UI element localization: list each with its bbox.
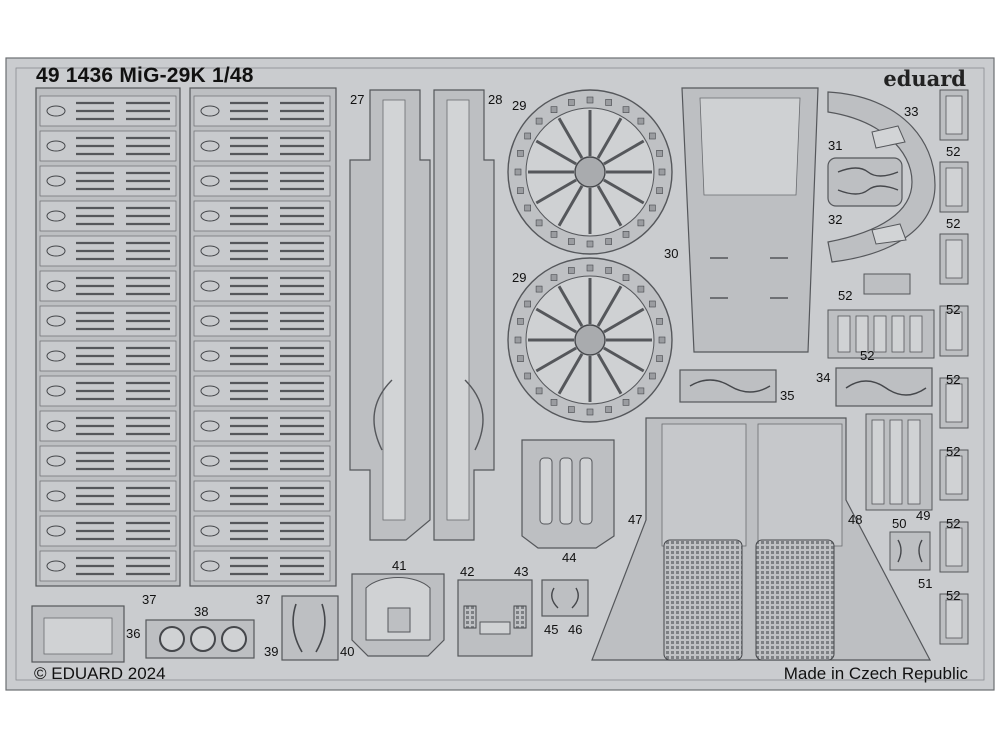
label-47: 47 [628,512,643,527]
label-52-e: 52 [946,372,961,387]
part-37-left-panel [35,87,181,587]
fret-inner-border [15,67,985,681]
label-37-left: 37 [142,592,157,607]
label-42: 42 [460,564,475,579]
origin-text: Made in Czech Republic [783,664,968,683]
part-41 [351,573,445,657]
label-44: 44 [562,550,577,565]
part-28-rail [433,89,495,541]
label-34: 34 [816,370,831,385]
part-50-51-clips [889,531,931,571]
label-52-a: 52 [946,144,961,159]
part-36 [31,605,125,663]
part-34-bracket [835,367,933,407]
part-45-46 [541,579,589,617]
copyright-text: © EDUARD 2024 [34,664,166,683]
label-29-upper: 29 [512,98,527,113]
label-52-b: 52 [946,216,961,231]
brand-logo-text: eduard [883,66,966,91]
part-52-column [939,89,969,645]
label-33: 33 [904,104,919,119]
label-38: 38 [194,604,209,619]
label-39: 39 [264,644,279,659]
label-29-lower: 29 [512,270,527,285]
label-28: 28 [488,92,503,107]
part-39-40 [281,595,339,661]
label-30: 30 [664,246,679,261]
label-41: 41 [392,558,407,573]
part-52-cluster [827,273,935,511]
label-40: 40 [340,644,355,659]
part-29-wheel-lower [507,257,673,423]
part-33-curved-strip [827,91,936,263]
label-27: 27 [350,92,365,107]
label-50: 50 [892,516,907,531]
label-45: 45 [544,622,559,637]
part-30-panel [681,87,819,353]
kit-title: 49 1436 MiG-29K 1/48 [36,64,254,87]
label-43: 43 [514,564,529,579]
label-31: 31 [828,138,843,153]
label-32: 32 [828,212,843,227]
label-52-h: 52 [946,588,961,603]
part-35-bracket [679,369,777,403]
part-27-rail [349,89,431,541]
label-35: 35 [780,388,795,403]
part-31-32-linkage [827,157,903,207]
label-37-right: 37 [256,592,271,607]
part-42-43 [457,579,533,657]
part-38-rings [145,619,255,659]
part-44-plate [521,439,615,549]
label-52-f: 52 [946,444,961,459]
label-52-i: 52 [860,348,875,363]
label-49: 49 [916,508,931,523]
label-52-g: 52 [946,516,961,531]
label-48: 48 [848,512,863,527]
label-36: 36 [126,626,141,641]
part-47-48-intake-screen [591,417,931,661]
label-46: 46 [568,622,583,637]
label-51: 51 [918,576,933,591]
label-52-c: 52 [838,288,853,303]
part-29-wheel-upper [507,89,673,255]
part-37-right-panel [189,87,337,587]
label-52-d: 52 [946,302,961,317]
